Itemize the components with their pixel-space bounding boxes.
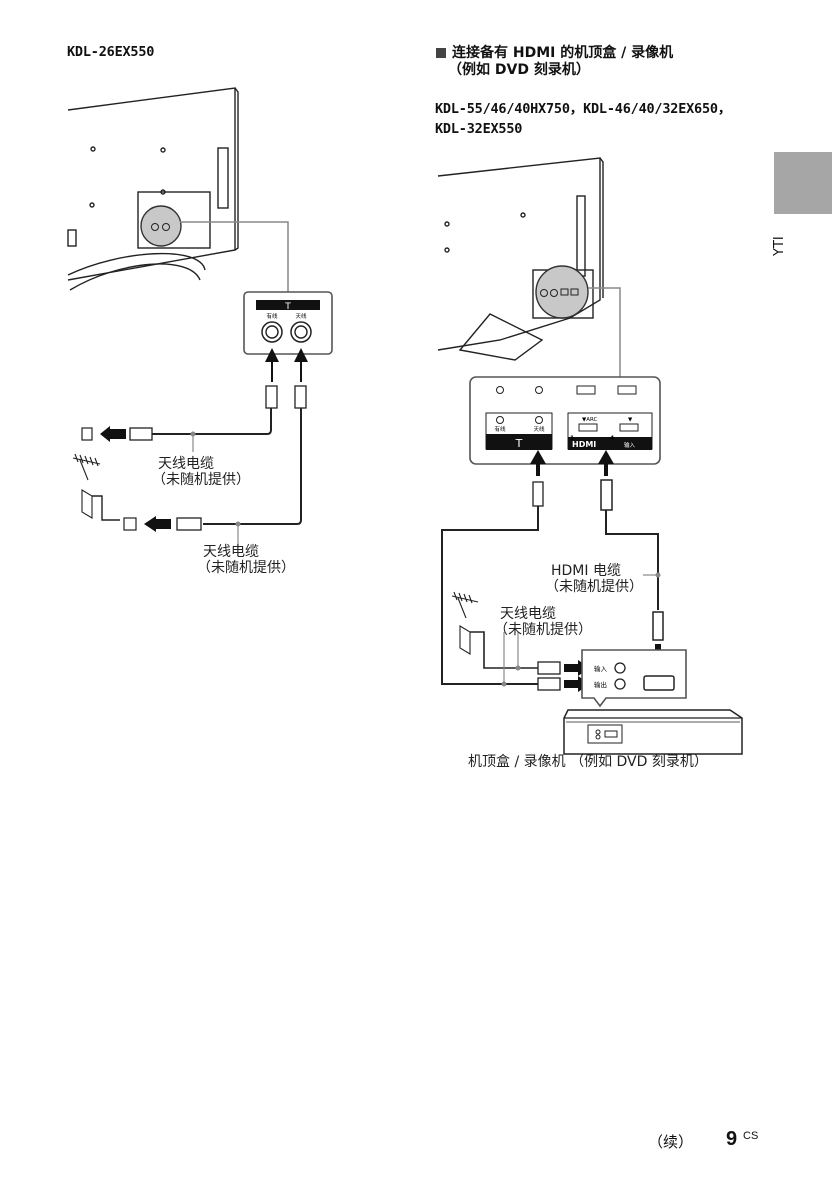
antenna-icon-left [72,453,101,519]
chapter-tab-label: YTI [772,236,787,256]
panel-arc-label: ▼ARC [582,417,598,423]
section-bullet [436,48,446,58]
section-heading: 连接备有 HDMI 的机顶盒 / 录像机 （例如 DVD 刻录机） [436,45,673,79]
page-number: 9 [726,1128,738,1150]
section-heading-line2: （例如 DVD 刻录机） [448,62,590,78]
device-connector-panel: 输入 输出 [581,649,687,708]
hdmi-logo: HDMI [572,440,596,449]
panel-jack-label-antenna: 天线 [533,425,545,433]
zoom-circle-right [535,265,589,319]
right-connection-diagram: T 有线 天线 ▼ARC ▼ 1 4 HDMI 输入 输入 输出 [437,157,743,755]
device-out-label: 输出 [594,680,607,689]
device-in-label: 输入 [594,664,608,673]
tv-back-right [437,157,604,361]
tv-back-left [67,87,239,291]
panel-jack-label-cable: 有线 [494,425,506,433]
set-top-box-device [563,709,743,755]
antenna-icon-right [451,591,479,655]
page-number-suffix: CS [743,1130,759,1142]
connector-panel-right: T 有线 天线 ▼ARC ▼ 1 4 HDMI 输入 [469,376,661,465]
jack-label-cable: 有线 [266,312,278,320]
svg-text:T: T [515,437,523,450]
svg-text:T: T [284,302,291,312]
left-connection-diagram: T 有线 天线 [67,87,333,548]
continued-label: （续） [648,1133,694,1151]
chapter-tab [774,152,832,214]
cable-label-left-1-name: 天线电缆 [158,456,214,472]
cable-label-left-1: 天线电缆 （未随机提供） [152,456,250,488]
antenna-cable-label-right-note: （未随机提供） [494,622,592,638]
model-list-line2: KDL-32EX550 [435,121,523,137]
panel-hdmi-in: 输入 [624,441,636,449]
panel-port-1: 1 [570,435,574,442]
panel-arrow-label: ▼ [628,417,633,423]
section-heading-line1: 连接备有 HDMI 的机顶盒 / 录像机 [452,45,674,61]
cable-label-left-2-note: （未随机提供） [197,560,295,576]
cable-label-left-2-name: 天线电缆 [203,544,259,560]
antenna-jack-panel-left: T 有线 天线 [243,291,333,355]
device-caption: 机顶盒 / 录像机 （例如 DVD 刻录机） [468,754,708,770]
model-list: KDL-55/46/40HX750，KDL-46/40/32EX650， KDL… [435,99,731,139]
hdmi-cable-label: HDMI 电缆 （未随机提供） [545,563,643,595]
hdmi-cable-label-name: HDMI 电缆 [551,563,621,579]
hdmi-cable-label-note: （未随机提供） [545,579,643,595]
model-title-left: KDL-26EX550 [67,44,155,60]
antenna-cable-label-right: 天线电缆 （未随机提供） [494,606,592,638]
cable-label-left-1-note: （未随机提供） [152,472,250,488]
jack-label-antenna: 天线 [295,312,307,320]
panel-port-4: 4 [610,435,614,442]
antenna-cable-label-right-name: 天线电缆 [500,606,556,622]
model-list-line1: KDL-55/46/40HX750，KDL-46/40/32EX650， [435,101,732,117]
zoom-circle-left [140,205,182,247]
cable-label-left-2: 天线电缆 （未随机提供） [197,544,295,576]
